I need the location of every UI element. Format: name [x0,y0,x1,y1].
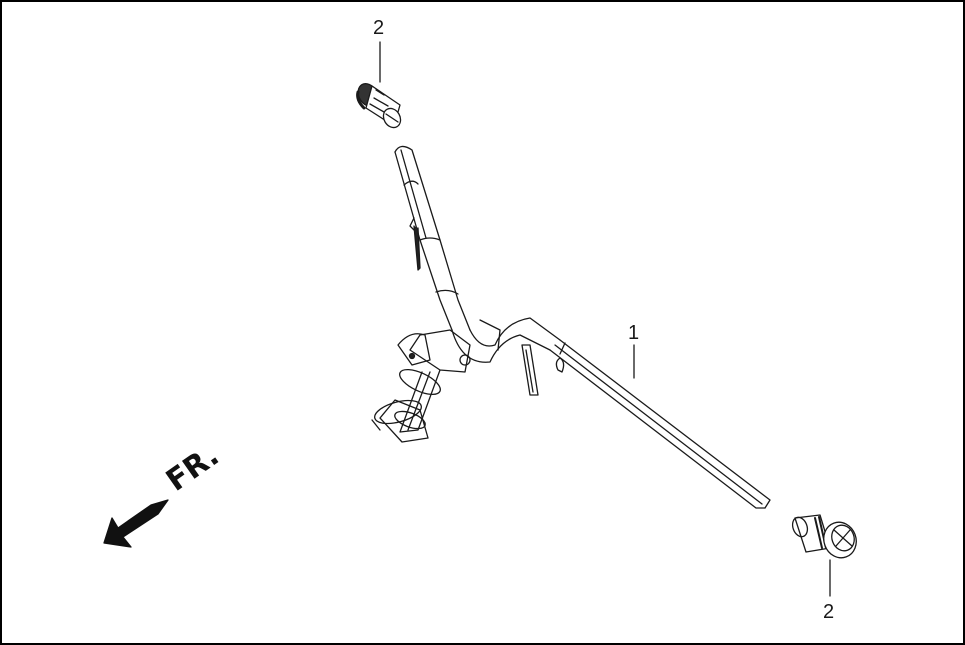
end-plug-bottom-icon [791,514,857,597]
callout-label-1: 1 [628,322,640,344]
end-plug-top-icon [356,41,402,129]
callout-label-2-bottom: 2 [823,601,835,623]
callout-label-2-top: 2 [373,17,385,39]
arrow-down-left-icon [103,499,169,548]
handlebar-icon [371,145,771,509]
